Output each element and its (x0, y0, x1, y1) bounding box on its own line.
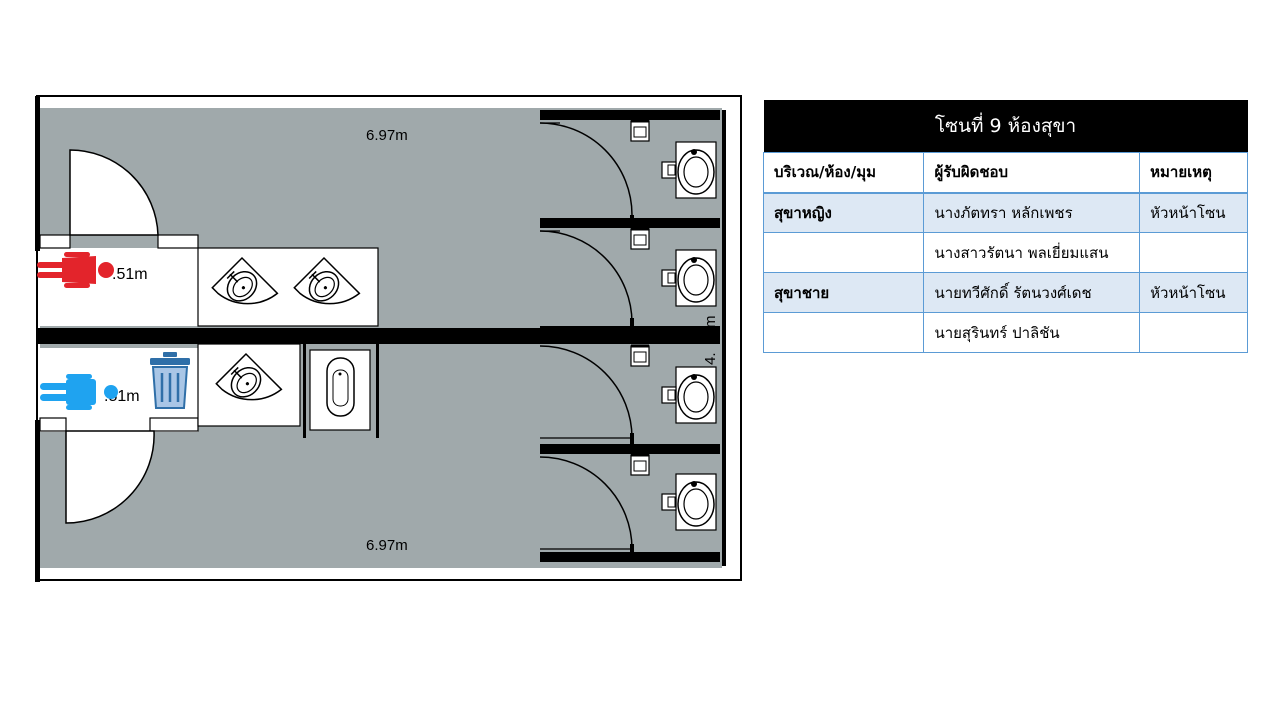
cell-note (1139, 232, 1248, 273)
stall-partition (540, 326, 720, 336)
toilet-paper-icon (629, 344, 651, 368)
cell-person: นายสุรินทร์ ปาลิชัน (923, 312, 1141, 353)
stall-door-swing (539, 122, 633, 216)
cell-person: นายทวีศักดิ์ รัตนวงศ์เดช (923, 272, 1141, 313)
toilet-paper-icon (629, 119, 651, 143)
male-door-swing (65, 430, 155, 524)
trash-bin-icon (150, 352, 190, 409)
dimension-right-unit: m (702, 316, 719, 329)
dimension-bottom-label: 6.97m (366, 537, 408, 554)
dimension-top-label: 6.97m (366, 127, 408, 144)
left-wall-lower (35, 420, 40, 582)
cell-area: สุขาชาย (762, 272, 925, 313)
door-jamb (39, 234, 71, 249)
left-wall-upper (35, 96, 40, 251)
door-jamb (39, 417, 67, 432)
door-jamb (149, 417, 199, 432)
female-entrance-label: .51m (112, 266, 148, 283)
door-jamb (157, 234, 199, 249)
cell-note: หัวหน้าโซน (1139, 192, 1248, 233)
urinal-partition (376, 344, 379, 438)
cell-area (762, 232, 925, 273)
cell-note: หัวหน้าโซน (1139, 272, 1248, 313)
stall-door-swing (539, 230, 633, 324)
female-door-swing (69, 149, 159, 236)
header-note: หมายเหตุ (1139, 152, 1248, 194)
stall-partition (540, 110, 720, 120)
cell-note (1139, 312, 1248, 353)
female-person-icon (37, 252, 114, 288)
dimension-right-label: 4. (702, 352, 719, 365)
stall-partition (540, 218, 720, 228)
cell-area (762, 312, 925, 353)
header-area: บริเวณ/ห้อง/มุม (762, 152, 925, 194)
cell-person: นางภัตทรา หลักเพชร (923, 192, 1141, 233)
table-row: นางสาวรัตนา พลเยี่ยมแสน (762, 232, 1248, 273)
stall-door-swing (539, 345, 633, 439)
restroom-floor-plan: .51m .51m 6.97m 6.97m 4. m (35, 95, 742, 582)
table-header-row: บริเวณ/ห้อง/มุม ผู้รับผิดชอบ หมายเหตุ (762, 152, 1248, 194)
responsibility-table: โซนที่ 9 ห้องสุขา บริเวณ/ห้อง/มุม ผู้รับ… (762, 100, 1248, 353)
stall-partition (540, 552, 720, 562)
header-person: ผู้รับผิดชอบ (923, 152, 1141, 194)
urinal-drain (338, 372, 342, 376)
stall-door-swing (539, 456, 633, 550)
table-row: สุขาชาย นายทวีศักดิ์ รัตนวงศ์เดช หัวหน้า… (762, 272, 1248, 313)
male-person-icon (40, 374, 118, 410)
toilet-paper-icon (629, 227, 651, 251)
cell-person: นางสาวรัตนา พลเยี่ยมแสน (923, 232, 1141, 273)
toilet-paper-icon (629, 453, 651, 477)
urinal-inner (332, 369, 349, 407)
urinal-partition (303, 344, 306, 438)
cell-area: สุขาหญิง (762, 192, 925, 233)
table-row: สุขาหญิง นางภัตทรา หลักเพชร หัวหน้าโซน (762, 192, 1248, 233)
table-row: นายสุรินทร์ ปาลิชัน (762, 312, 1248, 353)
stall-partition (540, 444, 720, 454)
table-title: โซนที่ 9 ห้องสุขา (763, 100, 1248, 153)
